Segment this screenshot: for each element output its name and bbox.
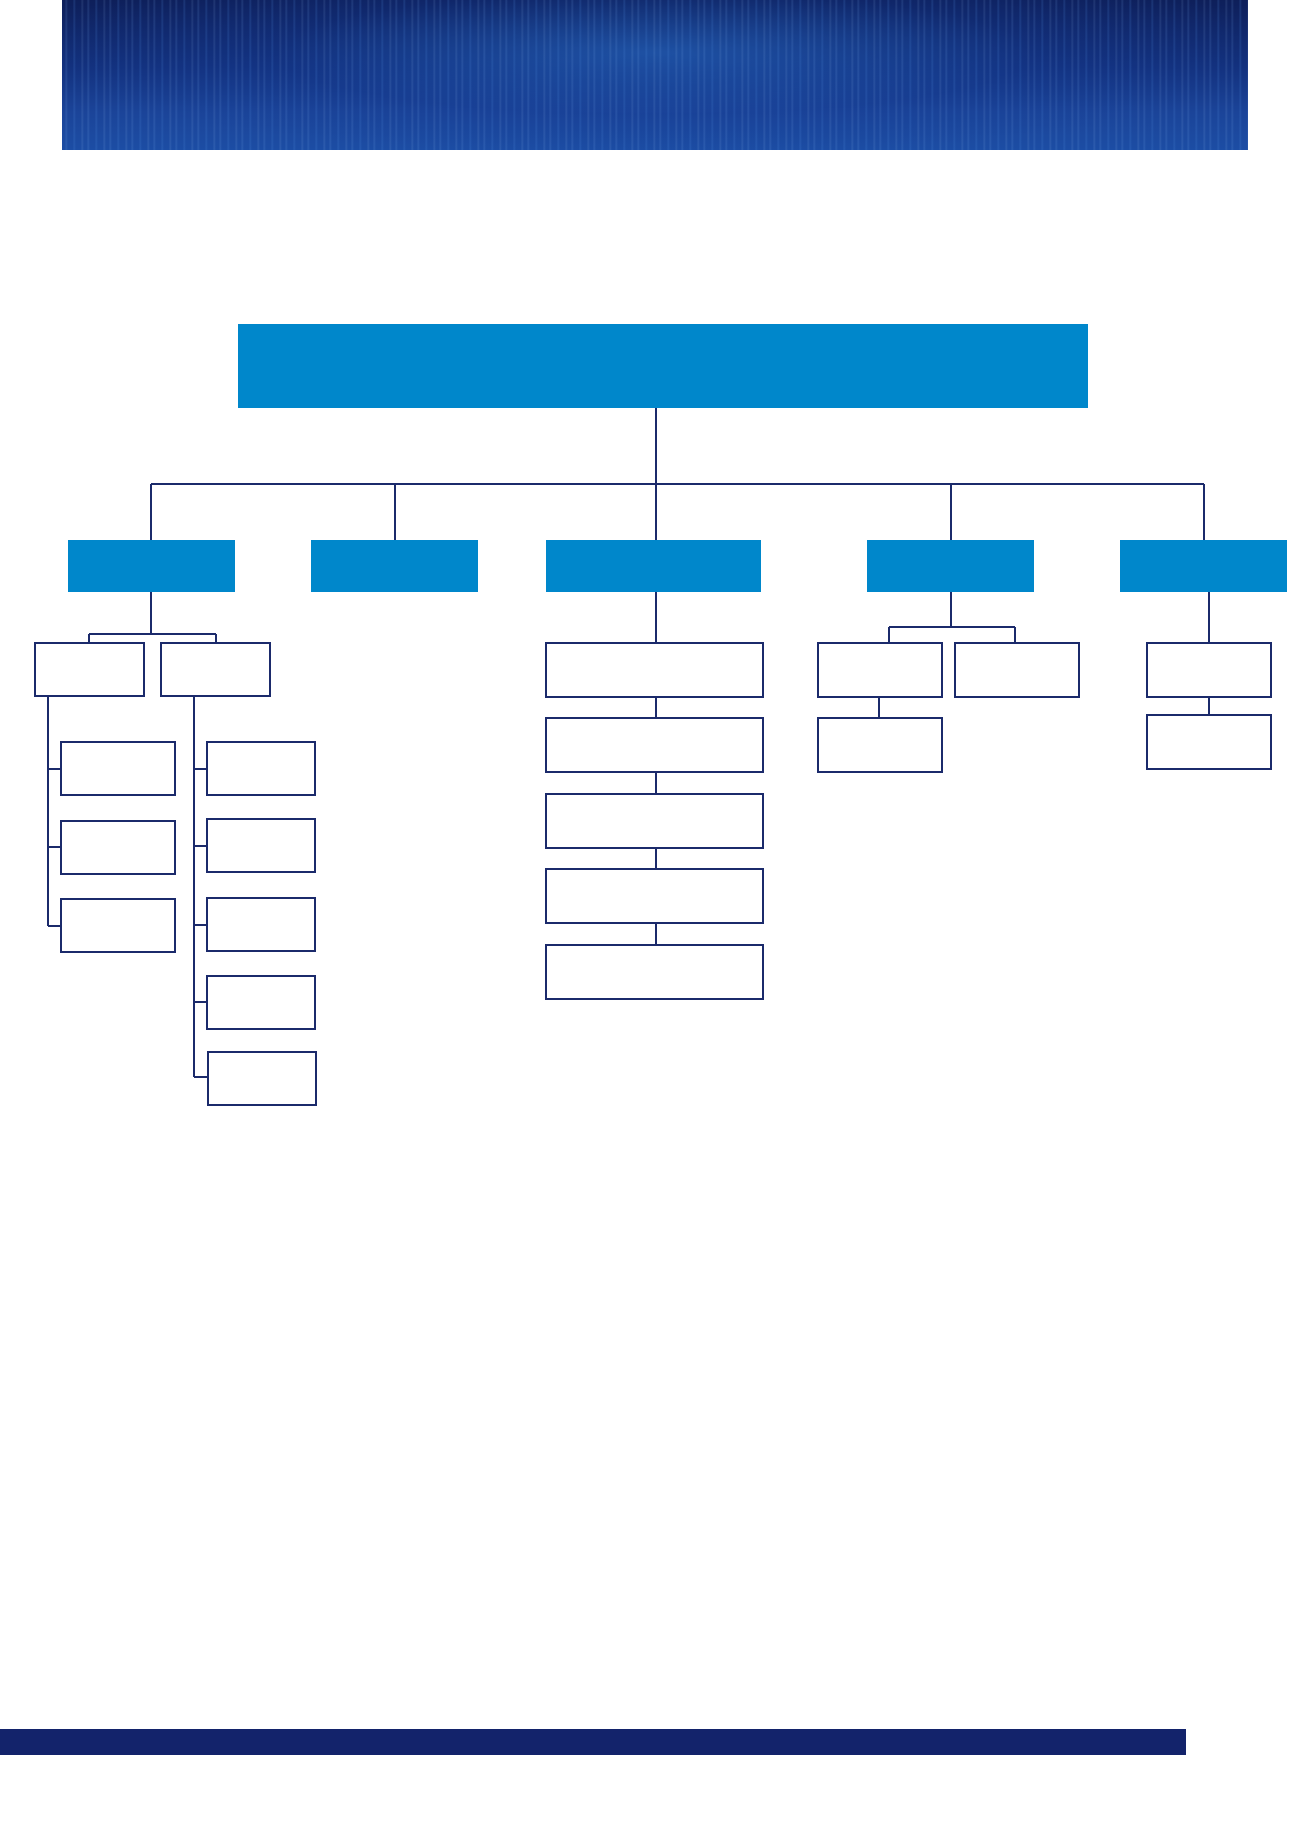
b4-subgroup-box-2 xyxy=(954,642,1080,698)
subgroup-box-1 xyxy=(34,642,145,697)
branch-box-4 xyxy=(867,540,1034,592)
g2-item-box-2 xyxy=(206,818,316,873)
branch-box-1 xyxy=(68,540,235,592)
branch-4-subtree xyxy=(817,642,1080,773)
branch-1-subtree xyxy=(34,642,317,1106)
b5-item-box-2 xyxy=(1146,714,1272,770)
branch-3-subtree xyxy=(545,642,764,1000)
b3-item-box-3 xyxy=(545,793,764,849)
branch-5-subtree xyxy=(1146,642,1272,770)
b3-item-box-5 xyxy=(545,944,764,1000)
branch-boxes xyxy=(68,540,1287,592)
b3-item-box-4 xyxy=(545,868,764,924)
b4-item-box-1 xyxy=(817,717,943,773)
root-box xyxy=(238,324,1088,408)
b5-item-box-1 xyxy=(1146,642,1272,698)
branch-box-3 xyxy=(546,540,761,592)
g1-item-box-3 xyxy=(60,898,176,953)
branch-box-5 xyxy=(1120,540,1287,592)
branch-box-2 xyxy=(311,540,478,592)
subgroup-box-2 xyxy=(160,642,271,697)
g1-item-box-2 xyxy=(60,820,176,875)
connector-lines xyxy=(47,408,1210,1078)
g2-item-box-3 xyxy=(206,897,316,952)
g1-item-box-1 xyxy=(60,741,176,796)
g2-item-box-4 xyxy=(206,975,316,1030)
b3-item-box-2 xyxy=(545,717,764,773)
g2-item-box-1 xyxy=(206,741,316,796)
g2-item-box-5 xyxy=(207,1051,317,1106)
footer-bar xyxy=(0,1729,1186,1755)
b3-item-box-1 xyxy=(545,642,764,698)
header-banner xyxy=(62,0,1248,150)
b4-subgroup-box-1 xyxy=(817,642,943,698)
